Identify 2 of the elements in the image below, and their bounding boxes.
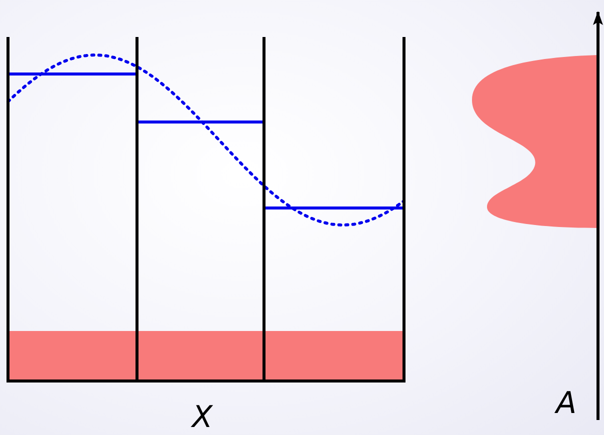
- axis-label: A: [556, 389, 577, 419]
- axis-label: X: [192, 403, 213, 433]
